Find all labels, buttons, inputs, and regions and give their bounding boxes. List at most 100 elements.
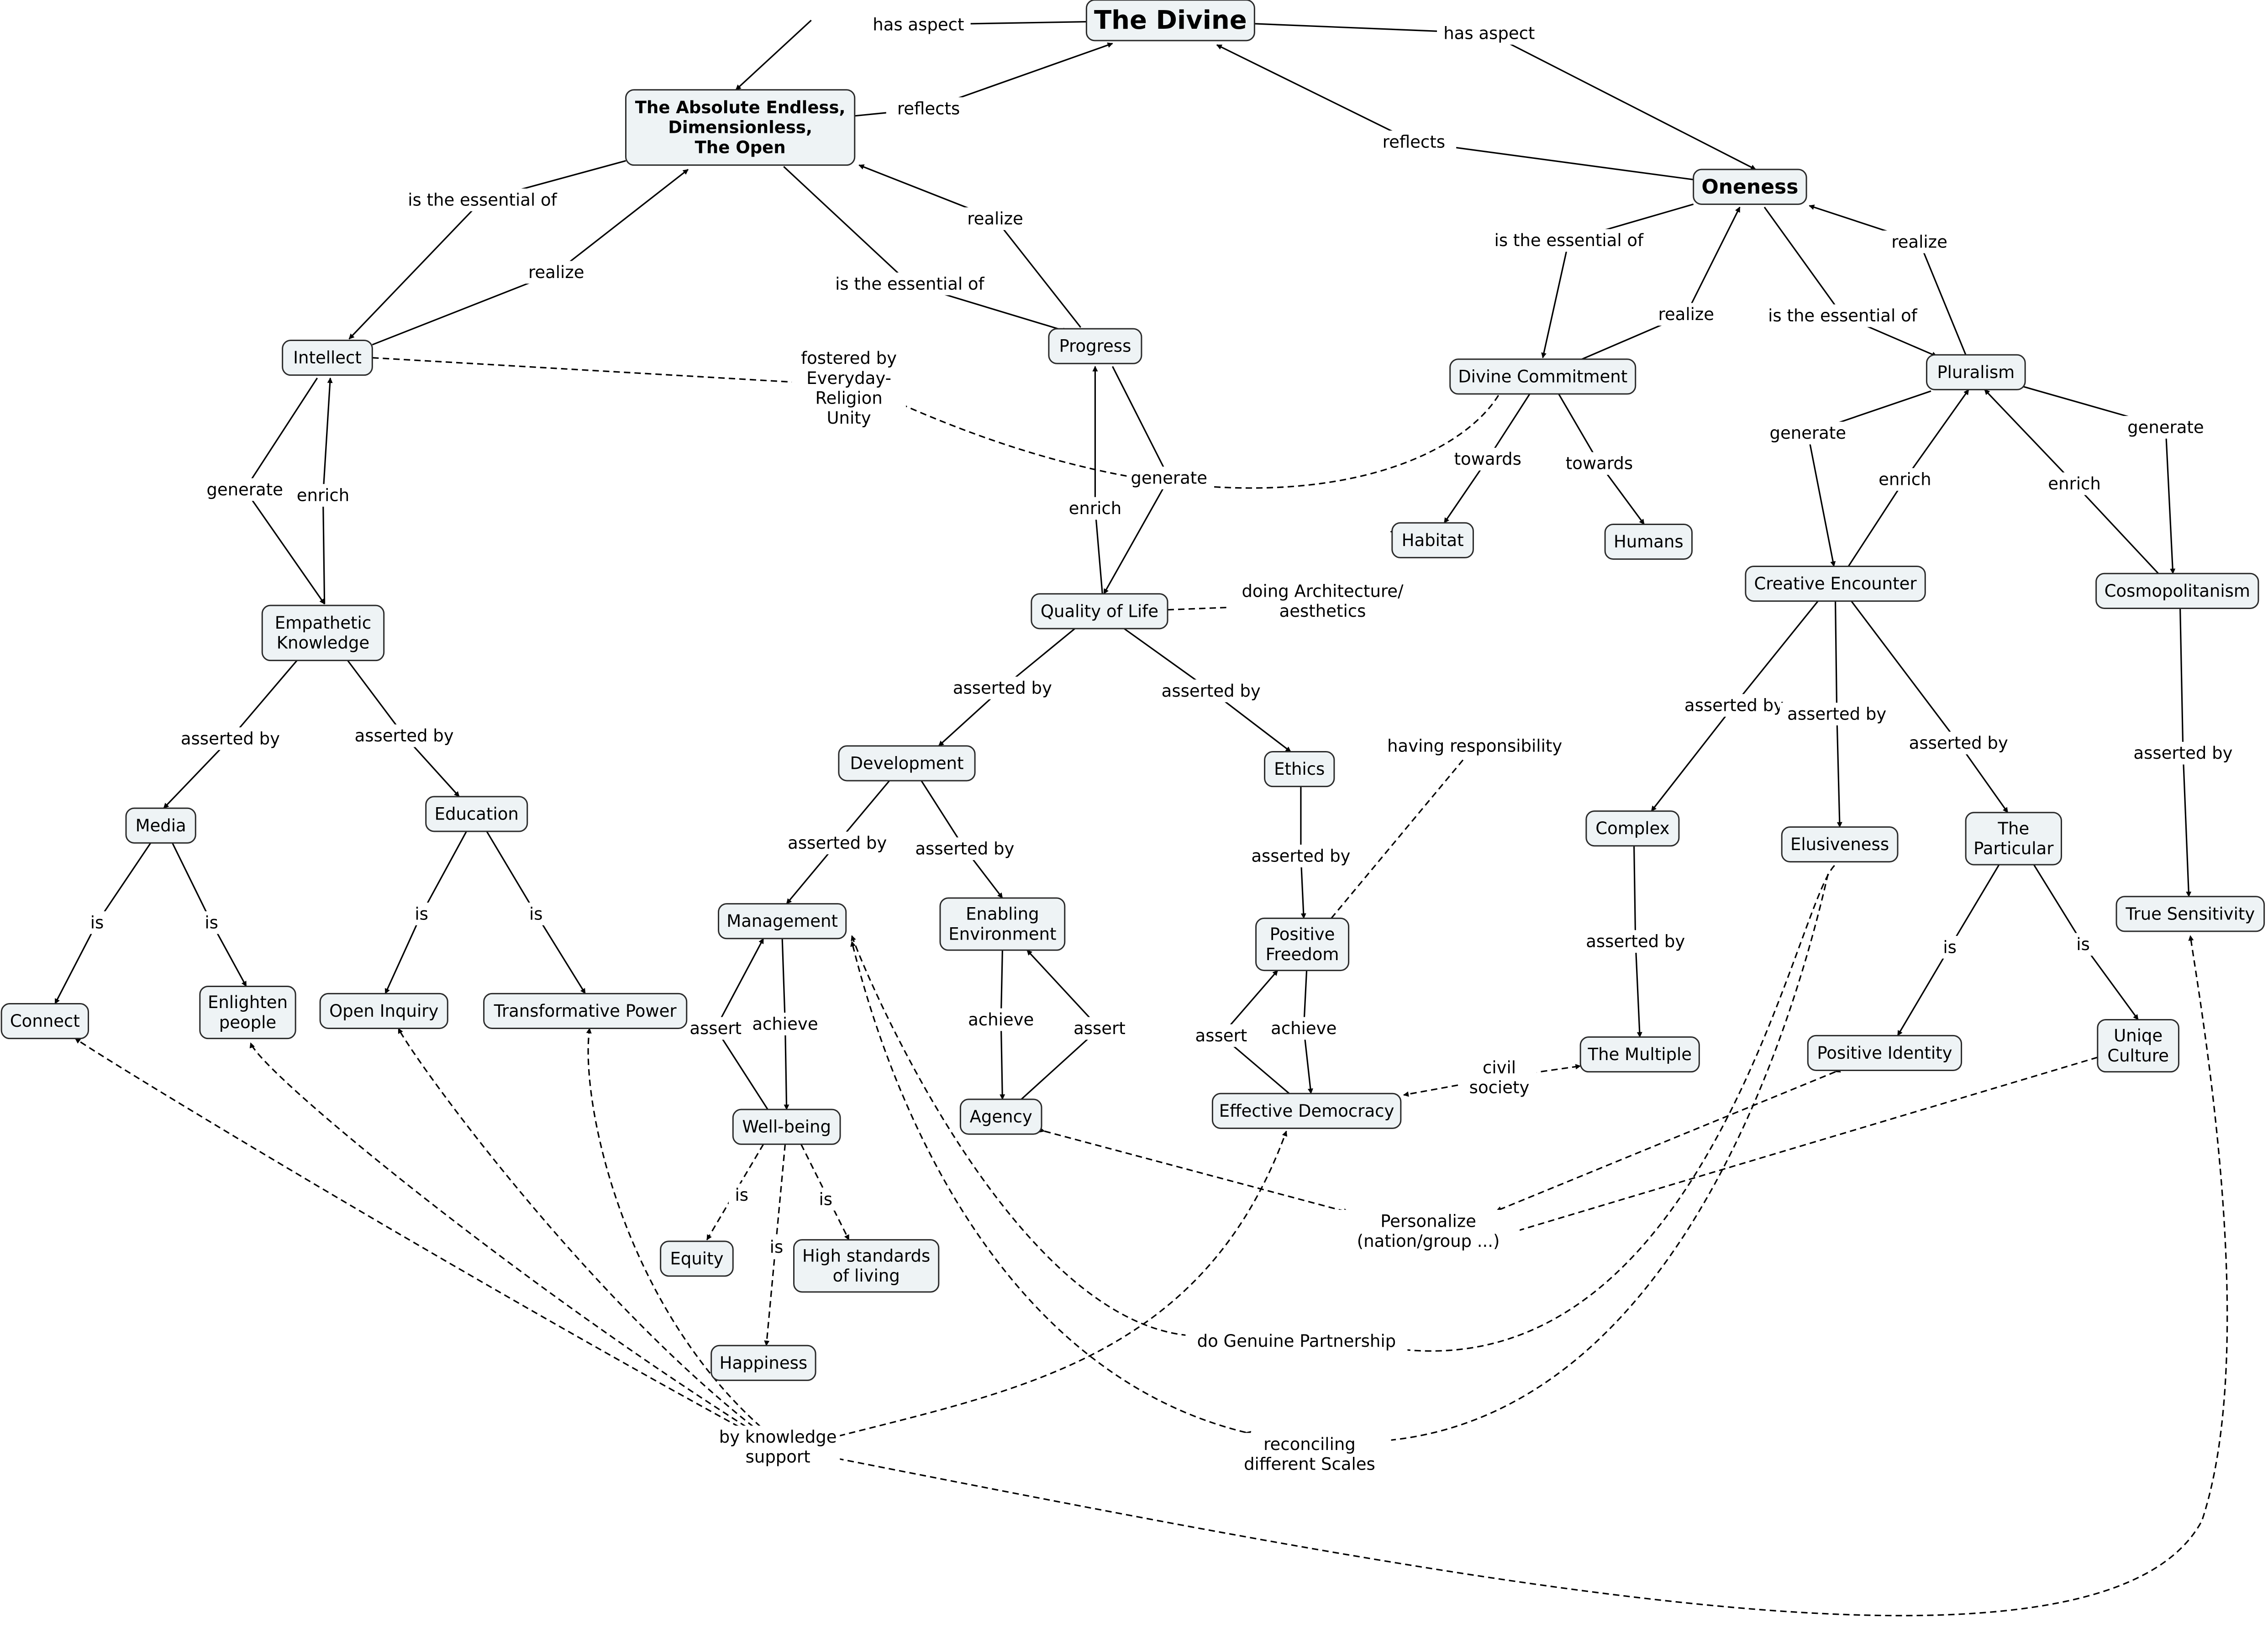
concept-label: Elusiveness [1790, 835, 1889, 854]
concept-label: Environment [948, 924, 1056, 944]
edge-ess_abs_intellect-intellect [348, 199, 483, 340]
link-label: achieve [752, 1014, 818, 1034]
link-bg [1936, 935, 1963, 959]
link-label: Everyday- [806, 368, 891, 388]
concept-progress[interactable]: Progress [1048, 328, 1142, 364]
edge-pluralism-realize_pl [1919, 242, 1967, 355]
concept-ethics[interactable]: Ethics [1264, 751, 1335, 788]
link-label: realize [1891, 232, 1947, 252]
link-achieve-wb: achieve [747, 1013, 823, 1035]
concept-eff-dem[interactable]: Effective Democracy [1211, 1093, 1402, 1129]
link-label: towards [1454, 449, 1521, 469]
edge-creative-asserted_particular [1851, 600, 1959, 744]
concept-education[interactable]: Education [425, 796, 528, 832]
link-achieve-agency: achieve [963, 1008, 1039, 1031]
concept-development[interactable]: Development [838, 745, 976, 782]
concept-label: Well-being [742, 1117, 831, 1137]
concept-humans[interactable]: Humans [1604, 523, 1693, 560]
link-label: having responsibility [1387, 736, 1562, 756]
concept-label: The Multiple [1587, 1045, 1692, 1064]
link-bg [1462, 1056, 1537, 1099]
link-asserted-complex: asserted by [1677, 694, 1791, 717]
link-is-enlighten: is [198, 911, 225, 934]
concept-equity[interactable]: Equity [660, 1240, 734, 1277]
link-bg [1228, 1433, 1391, 1476]
edge-asserted_multiple-multiple [1635, 941, 1642, 1038]
concept-complex[interactable]: Complex [1585, 810, 1680, 847]
concept-multiple[interactable]: The Multiple [1579, 1036, 1700, 1073]
link-doing-arch: doing Architecture/aesthetics [1226, 579, 1419, 623]
concept-cosmo[interactable]: Cosmopolitanism [2095, 573, 2259, 609]
link-label: civil [1483, 1058, 1516, 1077]
concept-label: Equity [670, 1249, 723, 1268]
edge-asserted_media-media [163, 738, 231, 809]
concept-pluralism[interactable]: Pluralism [1926, 354, 2026, 390]
link-label: asserted by [915, 839, 1014, 859]
concept-label: Enabling [966, 904, 1039, 924]
concept-box [282, 340, 373, 376]
edge-intellect-fostered [367, 354, 799, 385]
link-label: is [90, 913, 104, 932]
concept-label: of living [833, 1266, 900, 1286]
curved-edge-9 [586, 1028, 761, 1428]
link-generate-creative: generate [1765, 421, 1851, 445]
concept-absolute[interactable]: The Absolute Endless,Dimensionless,The O… [625, 89, 856, 166]
concept-agency[interactable]: Agency [959, 1098, 1042, 1135]
link-label: generate [206, 480, 283, 499]
link-realize-progress: realize [958, 207, 1033, 230]
concept-intellect[interactable]: Intellect [282, 340, 373, 376]
link-bg [1243, 845, 1358, 867]
edge-empathetic-enrich_intellect [322, 495, 326, 604]
link-bg [1765, 421, 1851, 445]
concept-management[interactable]: Management [718, 903, 847, 940]
concept-true-sens[interactable]: True Sensitivity [2115, 896, 2265, 932]
link-bg [1154, 679, 1268, 703]
link-label: different Scales [1244, 1455, 1375, 1474]
concept-oneness[interactable]: Oneness [1693, 168, 1807, 205]
concept-divine[interactable]: The Divine [1085, 0, 1255, 42]
concept-box [1211, 1093, 1402, 1129]
edge-oneness-reflects_right [1414, 141, 1694, 180]
edge-asserted_truesens-true_sens [2182, 753, 2192, 897]
link-label: Religion [815, 389, 882, 408]
concept-label: Pluralism [1937, 362, 2015, 382]
concept-creative[interactable]: Creative Encounter [1745, 565, 1926, 602]
link-asserted-particular: asserted by [1901, 731, 2016, 755]
link-bg [386, 188, 579, 211]
concept-box [1781, 826, 1899, 863]
link-label: assert [689, 1019, 742, 1038]
link-bg [1337, 1209, 1520, 1253]
concept-happiness[interactable]: Happiness [710, 1345, 816, 1381]
curved-edge-8 [398, 1028, 754, 1428]
edge-empathetic-asserted_media [230, 660, 298, 740]
concept-quality[interactable]: Quality of Life [1031, 593, 1168, 630]
concept-media[interactable]: Media [125, 807, 196, 844]
concept-label: Positive Identity [1817, 1043, 1952, 1063]
link-label: asserted by [1251, 846, 1350, 866]
concept-wellbeing[interactable]: Well-being [732, 1108, 841, 1145]
edge-education-is_openinq [421, 831, 467, 914]
concept-pos-identity[interactable]: Positive Identity [1807, 1035, 1963, 1071]
link-label: generate [2127, 417, 2204, 437]
concept-transformative[interactable]: Transformative Power [483, 993, 688, 1029]
concept-habitat[interactable]: Habitat [1391, 522, 1474, 558]
concept-connect[interactable]: Connect [0, 1003, 89, 1040]
concept-open-inquiry[interactable]: Open Inquiry [319, 993, 448, 1029]
edge-achieve_agency-agency [1000, 1019, 1005, 1100]
edge-asserted_elusiveness-elusiveness [1836, 714, 1842, 828]
concept-divine-commitment[interactable]: Divine Commitment [1449, 358, 1637, 395]
curved-edge-5 [831, 935, 2228, 1617]
edge-enrich_intellect-intellect [322, 377, 333, 496]
edge-generate_progress-quality [1103, 478, 1170, 594]
concept-elusiveness[interactable]: Elusiveness [1781, 826, 1899, 863]
link-label: is [770, 1237, 784, 1257]
edge-creative-asserted_elusiveness [1834, 601, 1838, 714]
